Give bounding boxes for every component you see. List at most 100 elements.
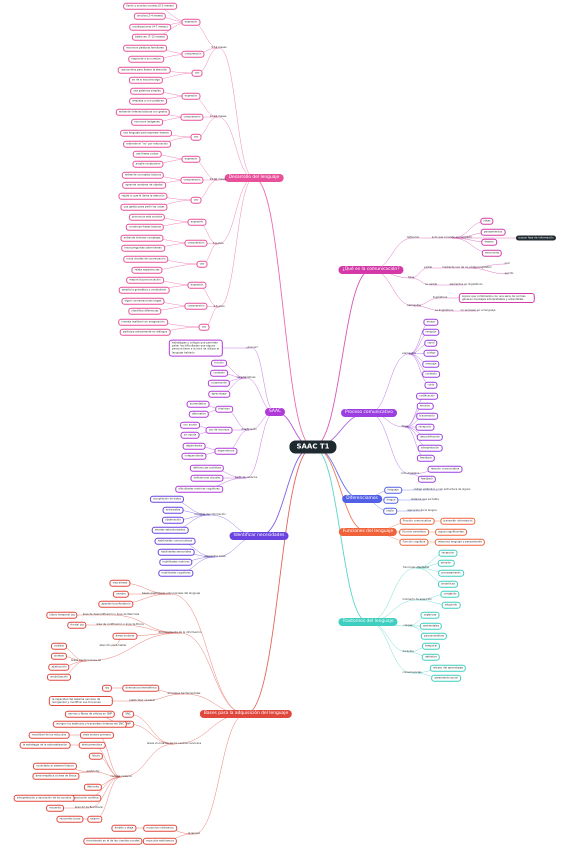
node-p1g[interactable]: ruido bbox=[424, 381, 438, 389]
node-b3a1[interactable]: izq bbox=[101, 684, 113, 692]
node-n2c[interactable]: habilidades motrices bbox=[159, 558, 193, 566]
node-p3b[interactable]: feedback bbox=[417, 475, 437, 483]
node-d4b1[interactable]: entiende órdenes complejas bbox=[120, 234, 164, 242]
node-p1c[interactable]: canal bbox=[424, 339, 438, 347]
branch-desarrollo[interactable]: Desarrollo del lenguaje bbox=[224, 174, 284, 182]
node-g2a[interactable]: signos significantes bbox=[435, 528, 467, 536]
node-c1a2[interactable]: pensamientos bbox=[480, 228, 506, 236]
node-c3a[interactable]: lingüísticos bbox=[432, 296, 448, 300]
node-c1[interactable]: definición bbox=[406, 236, 420, 240]
node-b3b1[interactable]: la capacidad del sistema nervioso de reo… bbox=[48, 696, 114, 706]
node-n2a[interactable]: habilidades comunicativas bbox=[154, 537, 196, 545]
node-d4b2[interactable]: hace preguntas sobre temas bbox=[121, 244, 165, 252]
node-p2f[interactable]: interpretación bbox=[417, 444, 443, 452]
root-node[interactable]: SAAC T1 bbox=[289, 440, 337, 454]
node-d2a1[interactable]: usa palabras simples bbox=[130, 87, 164, 95]
node-b4c8a[interactable]: recuerdos bucal bbox=[56, 815, 84, 823]
node-t2[interactable]: momento de aparición bbox=[402, 598, 432, 602]
node-p1b[interactable]: receptor bbox=[422, 328, 440, 336]
node-g1[interactable]: Función comunicativa bbox=[399, 517, 435, 525]
node-c1a1[interactable]: ideas bbox=[480, 217, 494, 225]
node-f2a[interactable]: sistema que se habla bbox=[411, 498, 439, 502]
node-n2[interactable]: elementos clave bbox=[204, 555, 226, 559]
node-d1c2[interactable]: se ríe si escucha algo bbox=[128, 76, 164, 84]
node-d2[interactable]: 12-24 meses bbox=[209, 115, 227, 119]
node-d5c1[interactable]: inventa realidad con imaginación bbox=[118, 318, 168, 326]
node-d3b[interactable]: comprensión bbox=[180, 176, 204, 184]
node-d3[interactable]: 24-36 meses bbox=[209, 178, 227, 182]
node-c1a4[interactable]: emociones bbox=[481, 249, 503, 257]
node-s2d[interactable]: aprendizaje bbox=[208, 390, 230, 398]
branch-funciones[interactable]: Funciones del lenguaje bbox=[338, 528, 398, 536]
node-t3a[interactable]: orgánicas bbox=[420, 611, 440, 619]
node-d5b1[interactable]: sigue conversaciones largas bbox=[121, 297, 165, 305]
node-b3[interactable]: principios fundamentales bbox=[167, 692, 201, 696]
node-b4c6a[interactable]: interpretación y asociación de los sonid… bbox=[13, 794, 75, 802]
node-b2c[interactable]: áreas motoras bbox=[112, 632, 138, 640]
node-t1c[interactable]: procesamiento bbox=[438, 569, 464, 577]
node-d5b[interactable]: comprensión bbox=[184, 302, 208, 310]
node-d4c2[interactable]: relata experiencias bbox=[131, 266, 163, 274]
node-d2b1[interactable]: entiende órdenes básicas con gestos bbox=[115, 108, 171, 116]
node-p1d[interactable]: código bbox=[423, 349, 439, 357]
node-d4b[interactable]: comprensión bbox=[184, 239, 208, 247]
node-t4[interactable]: duración bbox=[402, 650, 414, 654]
node-d5c[interactable]: uso bbox=[198, 323, 210, 331]
node-s3c[interactable]: dependencia bbox=[214, 447, 238, 455]
node-n1c[interactable]: observación bbox=[161, 516, 185, 524]
node-b4c4b[interactable]: área empática al área de Broca bbox=[32, 772, 80, 780]
node-d4c1[interactable]: inicia charlas de conversación bbox=[123, 255, 169, 263]
node-b4a[interactable]: SNC bbox=[122, 710, 134, 718]
node-s4b[interactable]: deficiencias visuales bbox=[190, 474, 224, 482]
node-d1a3[interactable]: vocalizaciones (4-7 meses) bbox=[129, 23, 171, 31]
node-b5a[interactable]: musculos intrínsecos bbox=[143, 824, 177, 832]
node-b5[interactable]: la lengua bbox=[188, 832, 200, 836]
node-s1a[interactable]: estrategias y códigos que permiten palia… bbox=[168, 339, 224, 357]
node-d3c[interactable]: uso bbox=[190, 196, 202, 204]
node-b2d[interactable]: áreas con funciones de bbox=[70, 659, 102, 663]
node-b1b[interactable]: cerebro bbox=[112, 590, 130, 598]
branch-trastornos[interactable]: Trastornos del lenguaje bbox=[338, 618, 398, 626]
node-b2d2[interactable]: síntesis bbox=[50, 652, 68, 660]
node-b1a[interactable]: vías aéreas bbox=[109, 579, 131, 587]
node-c1b[interactable]: buscar fase de información bbox=[515, 235, 557, 241]
node-s4a[interactable]: deficiencias auditivas bbox=[189, 464, 225, 472]
node-b2c1[interactable]: atención para hablar bbox=[99, 644, 127, 648]
node-c1a3[interactable]: deseos bbox=[481, 238, 497, 246]
node-s3c1[interactable]: dependiente bbox=[182, 442, 206, 450]
node-b4c1[interactable]: área motora primaria bbox=[79, 731, 115, 739]
node-s3b1[interactable]: con ayuda bbox=[180, 421, 200, 429]
node-t5a[interactable]: retraso del aprendizaje bbox=[429, 664, 467, 672]
node-t3c[interactable]: psicosomáticas bbox=[420, 632, 448, 640]
node-d1[interactable]: 9-12 meses bbox=[211, 46, 227, 50]
node-b4c1a[interactable]: movilidad de los músculos bbox=[28, 731, 70, 739]
node-b4c3[interactable]: lóbulo bbox=[88, 752, 104, 760]
node-n2b[interactable]: habilidades sensoriales bbox=[157, 548, 195, 556]
node-t3[interactable]: causas bbox=[403, 624, 413, 628]
node-d3c2[interactable]: usa gestos para pedir las cosas bbox=[120, 203, 168, 211]
node-b5a1[interactable]: ámbito y ataja bbox=[111, 824, 137, 832]
node-p2g[interactable]: feedback bbox=[416, 454, 436, 462]
node-s3a1[interactable]: aumentativo bbox=[186, 400, 210, 408]
node-b2a[interactable]: área de descodificación o área de Wernic… bbox=[82, 613, 140, 617]
node-n2d[interactable]: habilidades cognitivas bbox=[158, 569, 194, 577]
node-d5b2[interactable]: identifica diferencias bbox=[128, 307, 162, 315]
node-f1[interactable]: lenguaje bbox=[384, 486, 402, 494]
node-n1[interactable]: recogida de información bbox=[194, 513, 226, 517]
branch-proceso[interactable]: Proceso comunicativo bbox=[341, 409, 397, 417]
node-t4a[interactable]: temporal bbox=[421, 642, 441, 650]
node-c2a[interactable]: verbal bbox=[423, 266, 433, 270]
node-c3b1[interactable]: no se basan en el lenguaje bbox=[460, 309, 496, 313]
node-c3a1[interactable]: signos que combinados con una serie de n… bbox=[458, 293, 536, 303]
node-d3a[interactable]: expresión bbox=[181, 155, 201, 163]
node-b3b[interactable]: plasticidad cerebral bbox=[129, 699, 155, 703]
node-s2a[interactable]: función bbox=[211, 359, 227, 367]
node-d1b[interactable]: comprensión bbox=[181, 50, 205, 58]
node-d5a1[interactable]: mejora la pronunciación bbox=[126, 276, 164, 284]
node-g1a[interactable]: transmitir información bbox=[440, 517, 476, 525]
node-c2a1a[interactable]: oral bbox=[504, 262, 510, 266]
node-b2d4[interactable]: simbolización bbox=[47, 673, 71, 681]
node-c2[interactable]: tipos bbox=[407, 276, 415, 280]
node-d1a1[interactable]: llanto y sonidos vocales (0-3 meses) bbox=[123, 2, 177, 10]
node-t3b[interactable]: ambientales bbox=[419, 622, 443, 630]
